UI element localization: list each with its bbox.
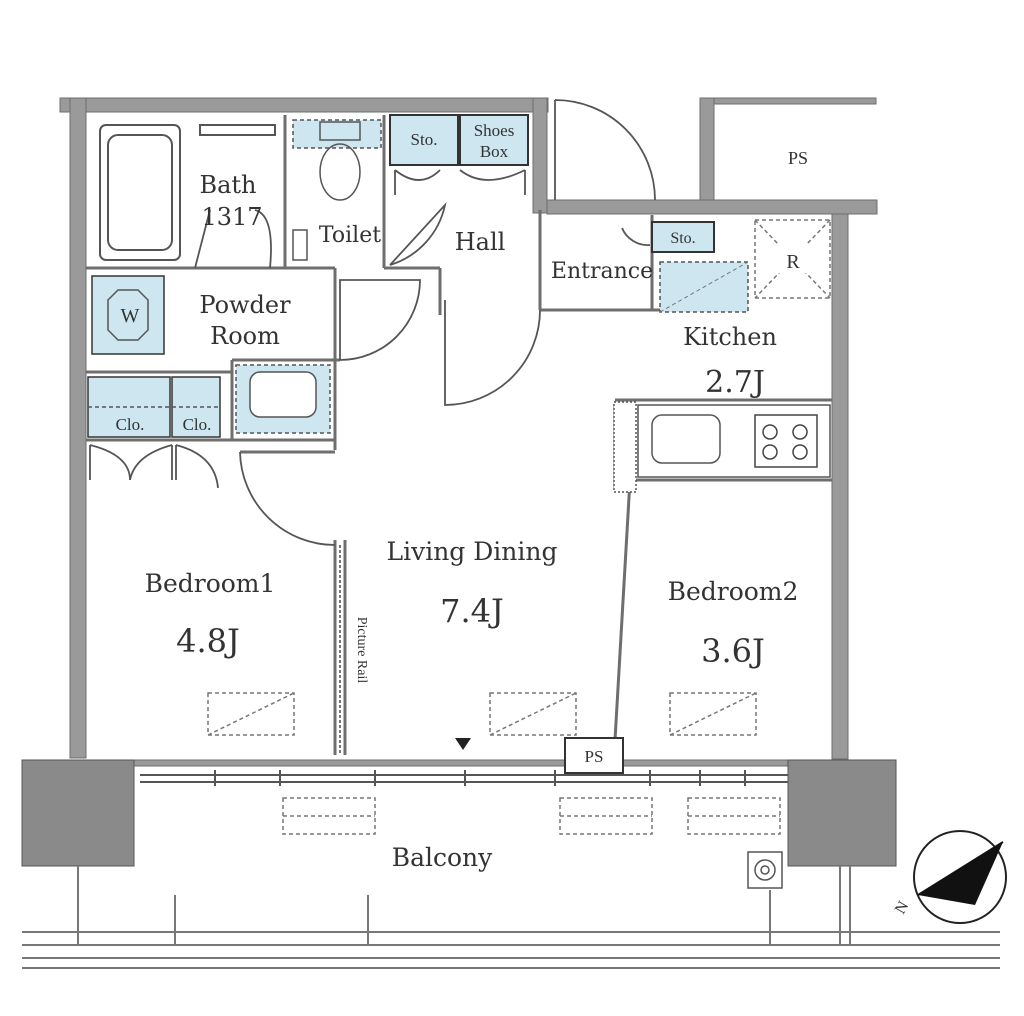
door-swings [89, 99, 656, 546]
column-right [787, 759, 897, 867]
washer-icon: W [91, 275, 165, 355]
balcony-label: Balcony [392, 843, 493, 872]
closet-1-label: Clo. [116, 415, 145, 434]
bedroom2-size-label: 3.6J [701, 632, 765, 670]
entry-marker-icon [455, 738, 471, 750]
washbasin-icon [235, 364, 331, 434]
kitchen-label: Kitchen [683, 323, 777, 351]
kitchen-counter-upper [659, 261, 749, 313]
storage-hall-label: Sto. [411, 130, 438, 149]
bath-size-label: 1317 [201, 203, 262, 231]
storage-hall [389, 114, 459, 166]
ac-units [207, 692, 781, 835]
storage-entrance-label: Sto. [670, 230, 695, 247]
living-dining-label: Living Dining [386, 537, 557, 566]
kitchen-size-label: 2.7J [705, 365, 765, 400]
washer-label: W [121, 305, 140, 327]
powder-room-label-line2: Room [210, 322, 280, 350]
bathtub-icon [99, 124, 276, 261]
pipe-space-bottom [564, 737, 624, 774]
exterior-walls [59, 97, 878, 767]
shoes-box-label-line2: Box [480, 142, 509, 161]
pipe-space-top-label: PS [788, 148, 808, 168]
balcony-windows [140, 770, 790, 786]
toilet-label: Toilet [319, 223, 381, 248]
column-left [21, 759, 135, 867]
refrigerator-label: R [786, 251, 800, 273]
bedroom1-label: Bedroom1 [145, 569, 276, 598]
picture-rail-label: Picture Rail [354, 617, 369, 684]
bedroom2-label: Bedroom2 [668, 577, 799, 606]
shoes-box [459, 114, 529, 166]
powder-room-label-line1: Powder [199, 291, 291, 319]
storage-entrance [651, 221, 715, 253]
closet-2-label: Clo. [183, 415, 212, 434]
living-dining-size-label: 7.4J [440, 592, 504, 630]
hall-label: Hall [455, 228, 506, 256]
drain-icon [747, 851, 783, 889]
pipe-space-bottom-label: PS [585, 747, 604, 766]
compass-north-label: N [892, 898, 913, 917]
shoes-box-label-line1: Shoes [474, 121, 515, 140]
closet-1 [87, 376, 171, 438]
bath-label: Bath [199, 171, 256, 199]
kitchen-counter [613, 401, 831, 493]
bedroom1-size-label: 4.8J [176, 622, 240, 660]
toilet-icon [292, 119, 382, 261]
entrance-label: Entrance [551, 259, 653, 284]
stove-icon [754, 414, 818, 468]
compass-icon [913, 830, 1007, 924]
refrigerator-icon [754, 219, 831, 299]
balcony-railing [22, 866, 1000, 969]
